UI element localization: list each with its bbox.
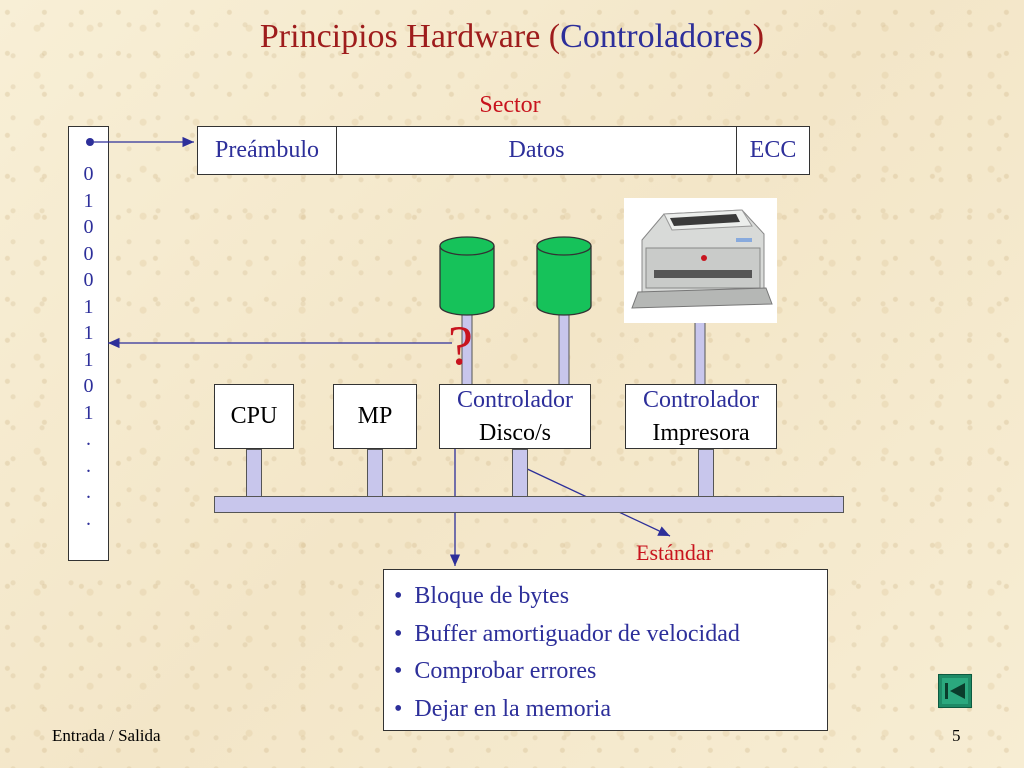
memory-bus-stem <box>367 449 383 497</box>
list-item: Buffer amortiguador de velocidad <box>394 618 827 656</box>
printer-icon <box>624 198 777 323</box>
title-highlight: Controladores <box>560 18 753 55</box>
page-number: 5 <box>952 726 961 745</box>
sector-field-preamble: Preámbulo <box>198 127 337 174</box>
printer-controller-box: Controlador Impresora <box>625 384 777 449</box>
disk-controller-bus-stem <box>512 449 528 497</box>
bit-value: 0 <box>83 269 94 291</box>
bit-value: . <box>86 428 91 450</box>
bit-value: 1 <box>83 295 94 318</box>
cpu-box: CPU <box>214 384 294 449</box>
printer-controller-title: Controlador <box>643 386 759 413</box>
sector-label: Sector <box>479 92 541 118</box>
title-part-1: Principios Hardware ( <box>259 18 561 55</box>
bitstream-dot <box>86 138 94 146</box>
sector-format: Preámbulo Datos ECC <box>197 126 810 175</box>
bit-value: 0 <box>83 216 94 238</box>
disk-cylinder-icon <box>439 236 495 316</box>
go-back-icon[interactable] <box>938 674 972 708</box>
disk-cylinder-icon <box>536 236 592 316</box>
bit-value: 1 <box>83 401 94 424</box>
bit-stream: 0 1 0 0 0 1 1 1 0 1.... <box>68 126 109 561</box>
bit-value: . <box>86 454 91 477</box>
memory-box: MP <box>333 384 417 449</box>
slide-title: Principios Hardware (Controladores) <box>0 18 1024 56</box>
printer-controller-subtitle: Impresora <box>652 419 750 446</box>
list-item: Bloque de bytes <box>394 580 827 618</box>
question-mark: ? <box>448 315 473 377</box>
list-item: Comprobar errores <box>394 655 827 693</box>
standard-label: Estándar <box>636 540 713 565</box>
disk-controller-title: Controlador <box>457 386 573 413</box>
disk-controller-box: Controlador Disco/s <box>439 384 591 449</box>
disk-2-stem <box>558 314 570 386</box>
sector-field-ecc: ECC <box>749 137 797 163</box>
bit-value: 0 <box>83 163 94 185</box>
bit-value: . <box>86 481 91 503</box>
system-bus <box>214 496 844 513</box>
cpu-bus-stem <box>246 449 262 497</box>
list-item: Dejar en la memoria <box>394 693 827 731</box>
printer-controller-bus-stem <box>698 449 714 497</box>
bit-value: 0 <box>83 375 94 397</box>
bit-value: 1 <box>83 348 94 371</box>
bit-value: 1 <box>83 322 94 344</box>
footer-section-title: Entrada / Salida <box>52 726 161 745</box>
controller-functions-list: Bloque de bytes Buffer amortiguador de v… <box>383 569 828 731</box>
sector-field-data: Datos <box>337 127 737 174</box>
bit-value: 1 <box>83 189 94 212</box>
bit-value: 0 <box>83 242 94 265</box>
disk-controller-subtitle: Disco/s <box>479 419 551 446</box>
bit-value: . <box>86 507 91 530</box>
title-part-2: ) <box>752 18 765 55</box>
